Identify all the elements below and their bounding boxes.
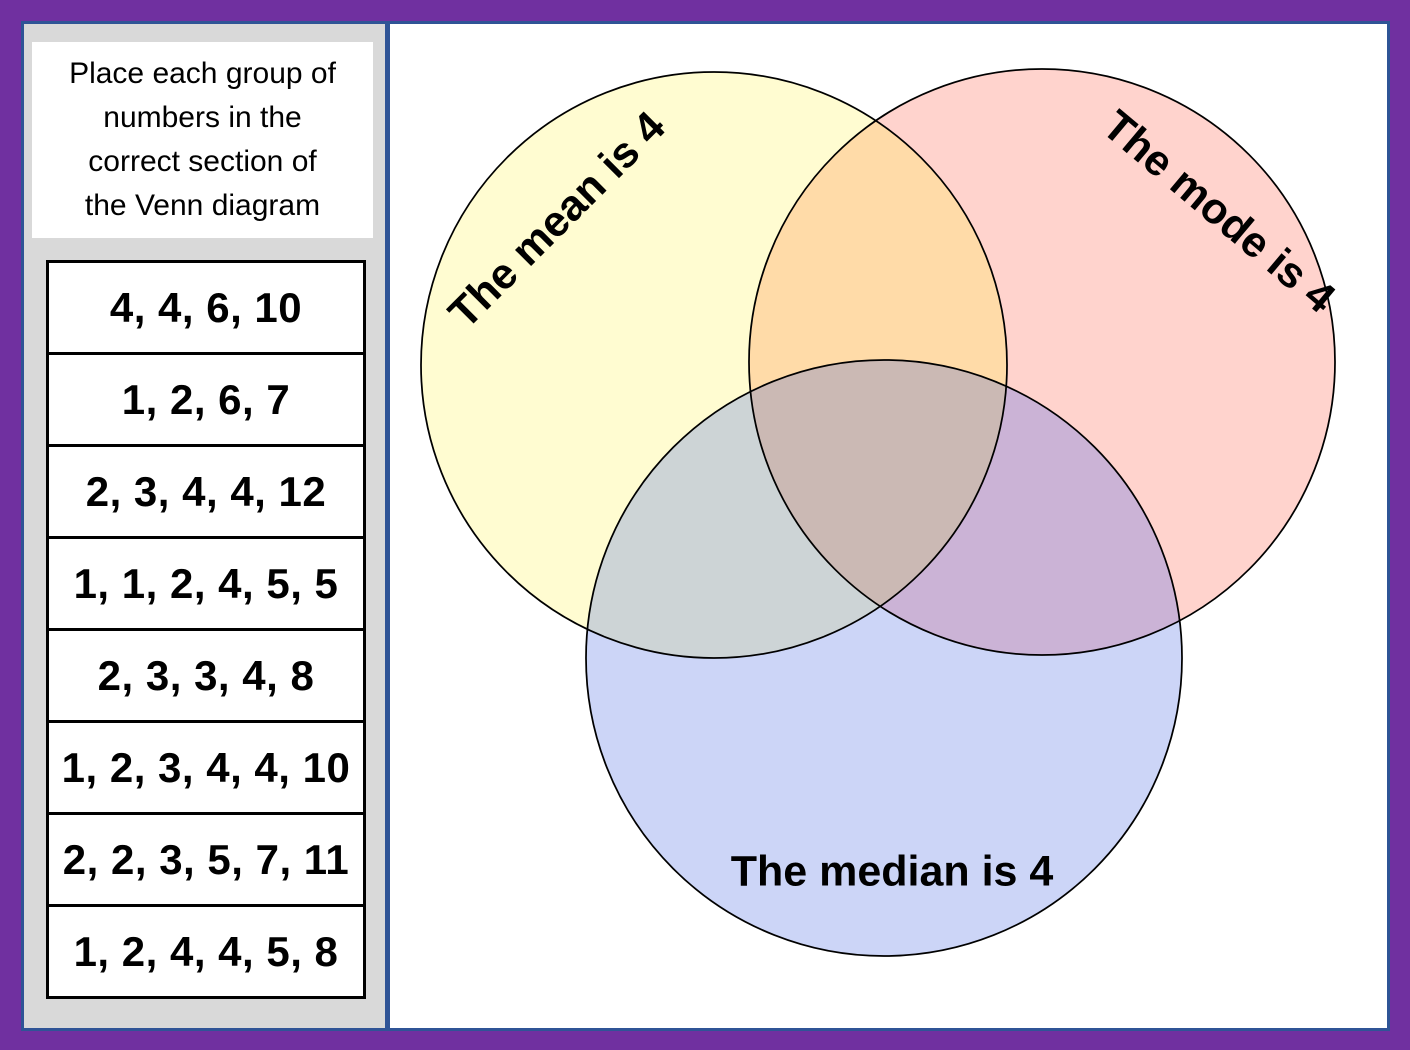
venn-outline-mean [420, 71, 1008, 659]
number-card[interactable]: 1, 2, 3, 4, 4, 10 [46, 720, 366, 815]
number-card-label: 2, 2, 3, 5, 7, 11 [62, 835, 350, 883]
number-cards-list: 4, 4, 6, 10 1, 2, 6, 7 2, 3, 4, 4, 12 1,… [46, 260, 366, 999]
number-card-label: 1, 1, 2, 4, 5, 5 [73, 559, 339, 607]
instruction-box: Place each group of numbers in the corre… [32, 42, 373, 238]
number-card[interactable]: 1, 1, 2, 4, 5, 5 [46, 536, 366, 631]
sidebar: Place each group of numbers in the corre… [24, 24, 390, 1028]
number-card-label: 2, 3, 4, 4, 12 [85, 467, 327, 515]
number-card[interactable]: 1, 2, 6, 7 [46, 352, 366, 447]
number-card[interactable]: 2, 3, 4, 4, 12 [46, 444, 366, 539]
number-card[interactable]: 1, 2, 4, 4, 5, 8 [46, 904, 366, 999]
number-card-label: 1, 2, 4, 4, 5, 8 [73, 927, 339, 975]
number-card[interactable]: 2, 3, 3, 4, 8 [46, 628, 366, 723]
number-card-label: 1, 2, 3, 4, 4, 10 [61, 743, 351, 791]
venn-area: The mean is 4 The mode is 4 The median i… [390, 24, 1387, 1028]
venn-label-median: The median is 4 [731, 847, 1054, 895]
number-card[interactable]: 4, 4, 6, 10 [46, 260, 366, 355]
number-card-label: 1, 2, 6, 7 [121, 375, 291, 423]
instruction-text: Place each group of numbers in the corre… [69, 57, 336, 222]
number-card[interactable]: 2, 2, 3, 5, 7, 11 [46, 812, 366, 907]
venn-outline-mode [748, 68, 1336, 656]
content-frame: Place each group of numbers in the corre… [21, 21, 1390, 1031]
venn-region-center[interactable] [421, 72, 1007, 658]
number-card-label: 2, 3, 3, 4, 8 [97, 651, 315, 699]
venn-diagram: The mean is 4 The mode is 4 The median i… [420, 68, 1344, 957]
venn-outline-median [585, 359, 1183, 957]
number-card-label: 4, 4, 6, 10 [109, 283, 303, 331]
